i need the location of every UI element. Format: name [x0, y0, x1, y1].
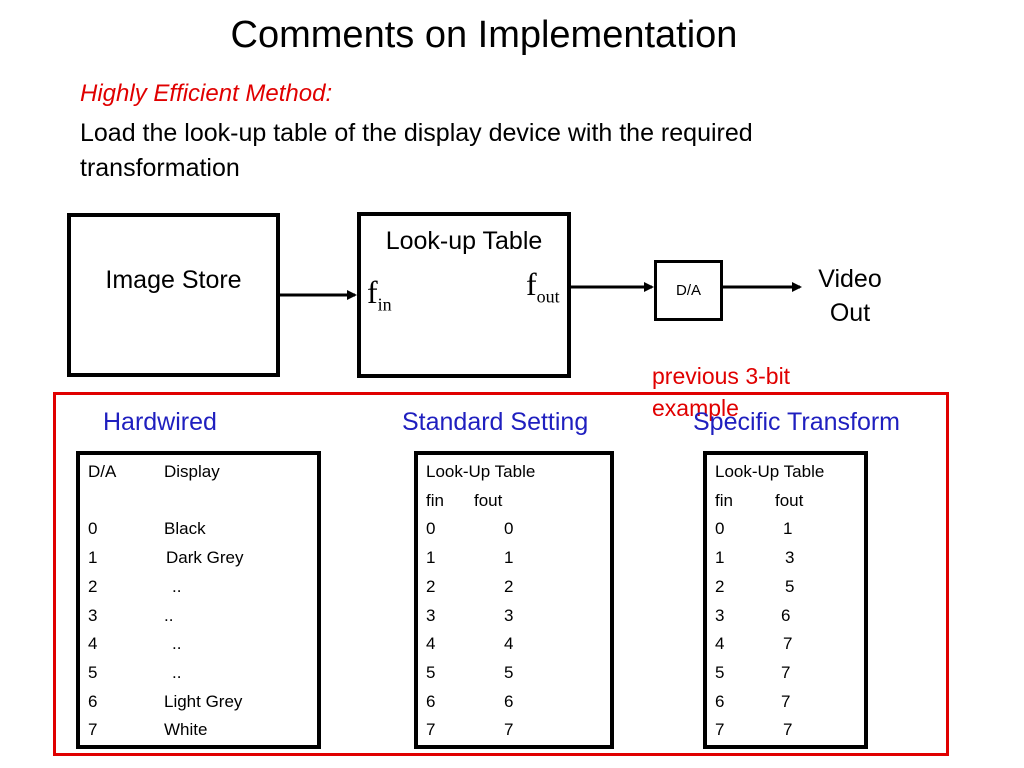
table-cell: 1 [783, 519, 793, 539]
da-label: D/A [675, 282, 701, 299]
table-cell: 5 [715, 662, 725, 682]
table-cell: 7 [426, 720, 436, 740]
table-cell: 6 [504, 691, 514, 711]
table-cell: .. [172, 576, 182, 596]
f-in-label: fin [367, 274, 392, 315]
table-cell: 7 [781, 691, 791, 711]
image-store-label: Image Store [105, 266, 242, 294]
table-header-cell: Display [164, 462, 220, 481]
table-cell: 6 [426, 691, 436, 711]
examples-frame [53, 392, 949, 756]
table-cell: 0 [88, 519, 98, 539]
section-title-specific: Specific Transform [693, 408, 901, 436]
subtitle: Highly Efficient Method: [80, 80, 333, 107]
table-cell: Black [164, 519, 206, 539]
table-cell: 7 [715, 720, 725, 740]
table-cell: 1 [504, 548, 514, 568]
table-cell: 2 [504, 576, 514, 596]
table-cell: 7 [781, 662, 791, 682]
table-cell: 0 [426, 519, 436, 539]
section-title-hardwired: Hardwired [103, 408, 217, 436]
table-cell: Light Grey [164, 691, 243, 711]
table-cell: .. [172, 662, 182, 682]
da-converter-box: D/A [654, 260, 723, 321]
section-title-standard: Standard Setting [402, 408, 589, 436]
table-cell: 2 [715, 576, 725, 596]
description: Load the look-up table of the display de… [80, 119, 753, 182]
table-cell: .. [172, 634, 182, 654]
table-caption: Look-Up Table [426, 462, 536, 481]
video-out-label: Video Out [818, 265, 882, 327]
table-cell: 6 [781, 605, 791, 625]
table-cell: 3 [88, 605, 98, 625]
table-header-cell: D/A [88, 462, 117, 481]
f-out-label: fout [526, 266, 560, 307]
table-cell: 5 [504, 662, 514, 682]
table-cell: 4 [504, 634, 514, 654]
table-cell: Dark Grey [166, 548, 244, 568]
table-cell: 0 [504, 519, 514, 539]
table-cell: 1 [426, 548, 436, 568]
table-header-cell: fin [715, 490, 733, 510]
table-cell: .. [164, 605, 174, 625]
table-caption: Look-Up Table [715, 462, 825, 481]
table-cell: 7 [783, 634, 793, 654]
table-cell: White [164, 720, 208, 740]
table-cell: 7 [504, 720, 514, 740]
table-cell: 1 [88, 548, 98, 568]
table-cell: 7 [783, 720, 793, 740]
table-cell: 0 [715, 519, 725, 539]
table-cell: 3 [504, 605, 514, 625]
table-cell: 4 [715, 634, 725, 654]
table-cell: 6 [88, 691, 98, 711]
table-cell: 3 [426, 605, 436, 625]
table-cell: 2 [426, 576, 436, 596]
image-store-box: Image Store [67, 213, 280, 377]
lookup-table-box: Look-up Table fin fout [357, 212, 571, 378]
hardwired-table: D/A Display 0 Black 1 Dark Grey 2.. 3.. 4.. 5.. 6 L… [76, 451, 321, 749]
table-cell: 4 [426, 634, 436, 654]
table-header-cell: fout [775, 490, 804, 510]
table-cell: 6 [715, 691, 725, 711]
lookup-table-label: Look-up Table [385, 227, 543, 255]
table-header-cell: fin [426, 490, 444, 510]
previous-example-note: previous 3-bit example [652, 363, 791, 421]
table-cell: 1 [715, 548, 725, 568]
specific-table: Look-Up Table fin fout 0 1 1 3 2 5 3 6 4 7 5 7 6 7 7 7 [703, 451, 868, 749]
table-cell: 2 [88, 576, 98, 596]
table-header-cell: fout [474, 490, 503, 510]
table-cell: 3 [785, 548, 795, 568]
table-cell: 4 [88, 634, 98, 654]
table-cell: 7 [88, 720, 98, 740]
table-cell: 5 [785, 576, 795, 596]
table-cell: 3 [715, 605, 725, 625]
page-title: Comments on Implementation [230, 14, 738, 56]
table-cell: 5 [426, 662, 436, 682]
table-cell: 5 [88, 662, 98, 682]
